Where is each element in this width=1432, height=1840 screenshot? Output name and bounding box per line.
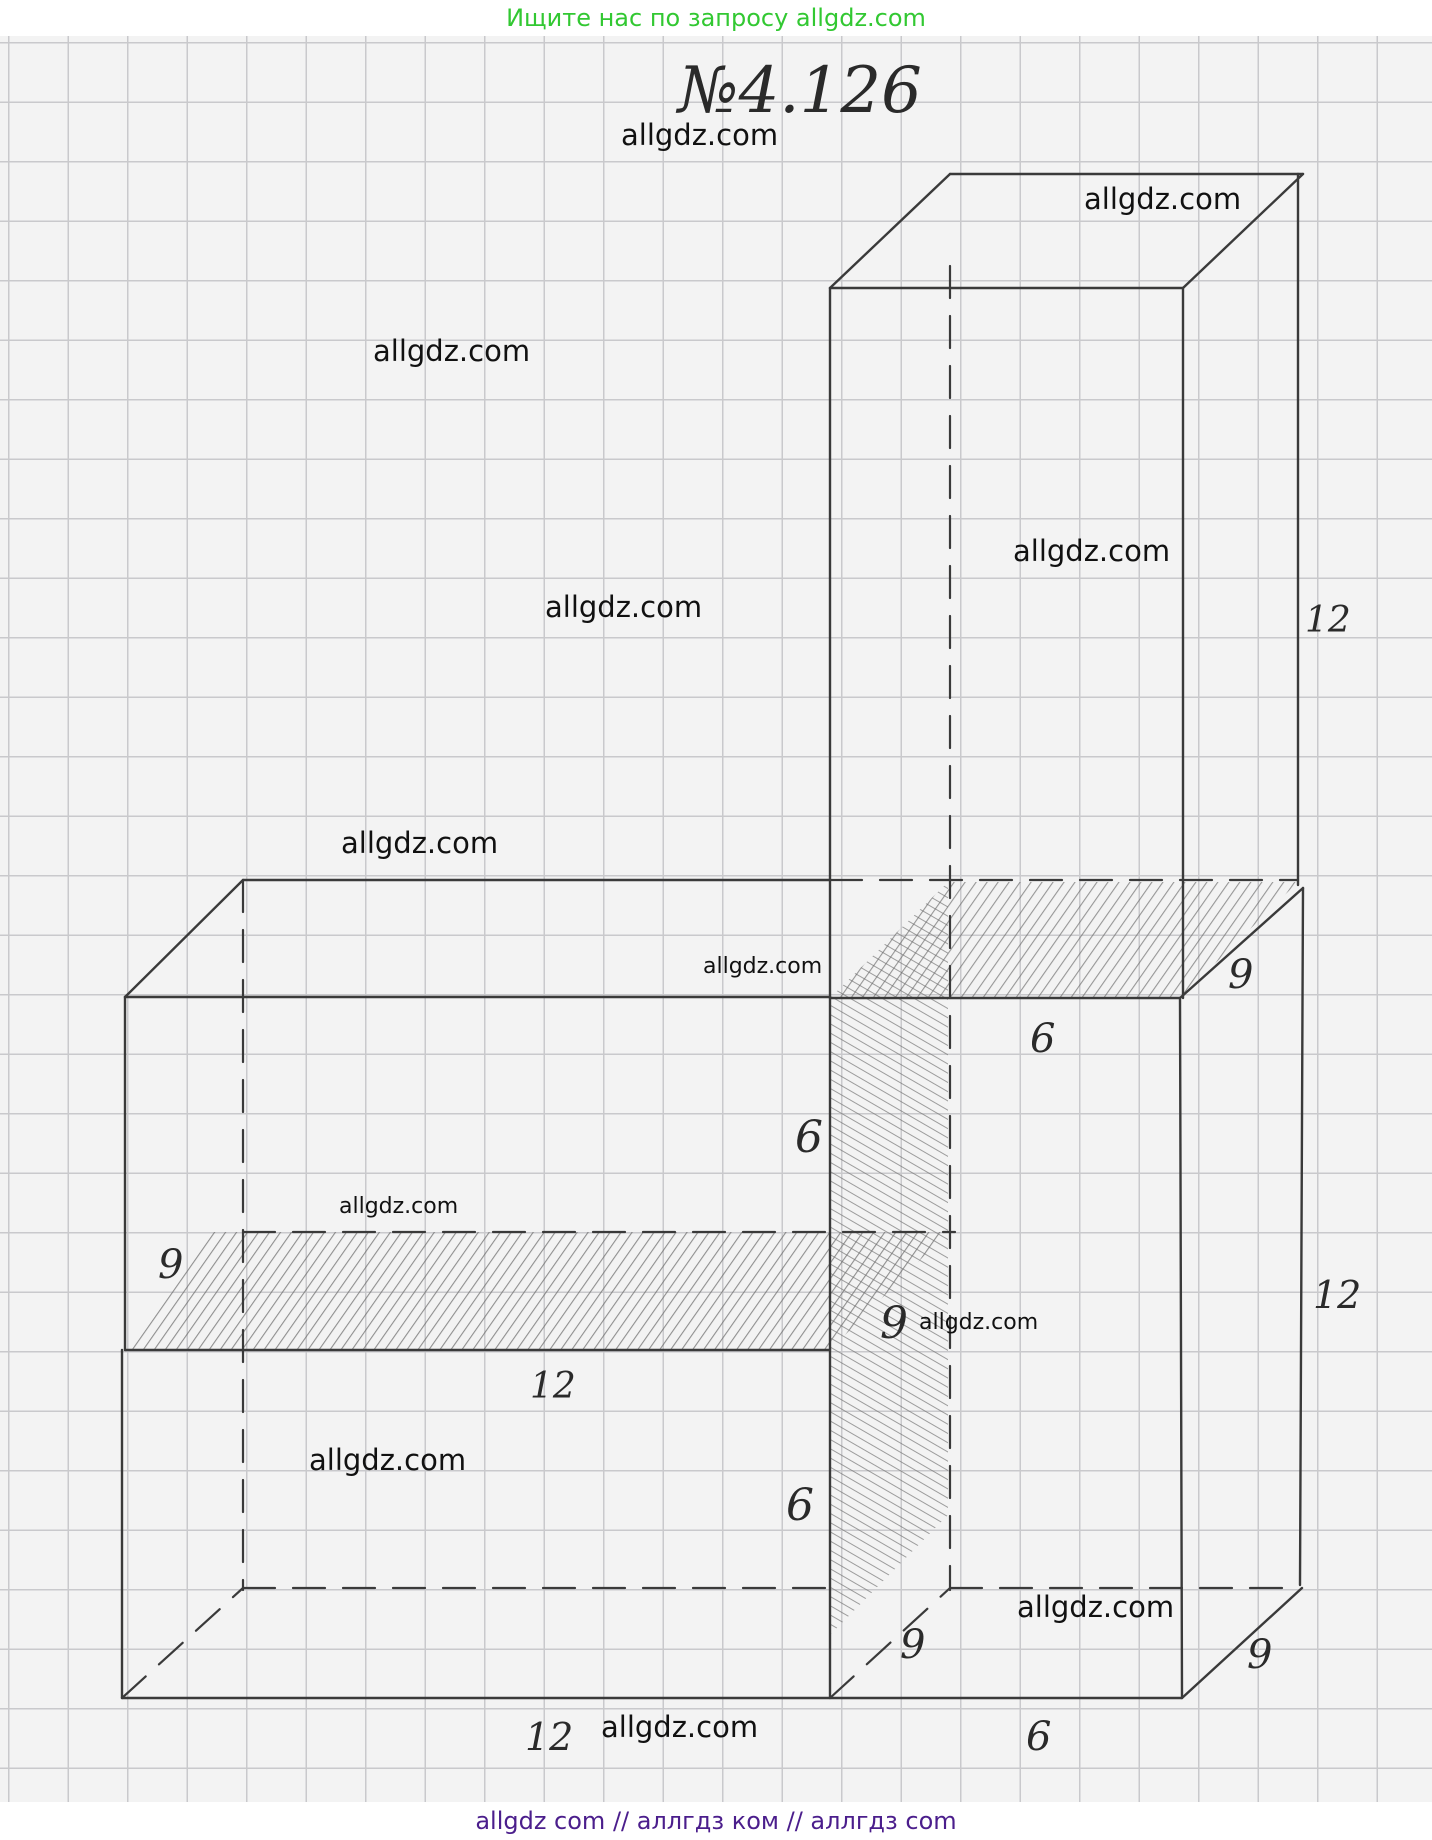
shaded-plane-horizontal-left — [125, 1232, 948, 1350]
label-lower-left-height: 6 — [786, 1480, 814, 1531]
label-bottom-depth-right: 9 — [1247, 1632, 1272, 1678]
hidden-edges — [120, 264, 1302, 1700]
shaded-plane-vertical-middle — [830, 882, 948, 1635]
top-banner[interactable]: Ищите нас по запросу allgdz.com — [0, 0, 1432, 36]
label-tall-height: 12 — [1305, 600, 1351, 641]
shaded-plane-horizontal-top — [830, 882, 1298, 998]
label-middle-depth-left: 9 — [158, 1242, 183, 1288]
label-middle-depth-right: 9 — [880, 1298, 908, 1349]
label-upper-front-width: 6 — [1030, 1016, 1055, 1062]
label-upper-top-depth: 9 — [1228, 952, 1253, 998]
problem-number: №4.126 — [675, 54, 922, 128]
watermark: allgdz.com — [309, 1443, 467, 1477]
watermark: allgdz.com — [545, 590, 703, 624]
watermark: allgdz.com — [339, 1194, 459, 1219]
label-bottom-width-right: 6 — [1026, 1714, 1051, 1760]
watermark: allgdz.com — [1084, 182, 1242, 216]
label-middle-front-width: 12 — [530, 1366, 576, 1407]
watermark: allgdz.com — [621, 118, 779, 152]
watermark: allgdz.com — [341, 826, 499, 860]
label-lower-right-height: 12 — [1313, 1273, 1361, 1317]
label-bottom-width-left: 12 — [525, 1715, 573, 1759]
watermark: allgdz.com — [919, 1310, 1039, 1335]
watermark: allgdz.com — [601, 1710, 759, 1744]
watermark: allgdz.com — [1017, 1590, 1175, 1624]
bottom-banner[interactable]: allgdz com // аллгдз ком // аллгдз com — [0, 1802, 1432, 1840]
watermark: allgdz.com — [703, 954, 823, 979]
watermark: allgdz.com — [373, 334, 531, 368]
label-bottom-depth-mid: 9 — [900, 1622, 925, 1668]
label-upper-middle-height: 6 — [795, 1112, 823, 1163]
watermark: allgdz.com — [1013, 534, 1171, 568]
